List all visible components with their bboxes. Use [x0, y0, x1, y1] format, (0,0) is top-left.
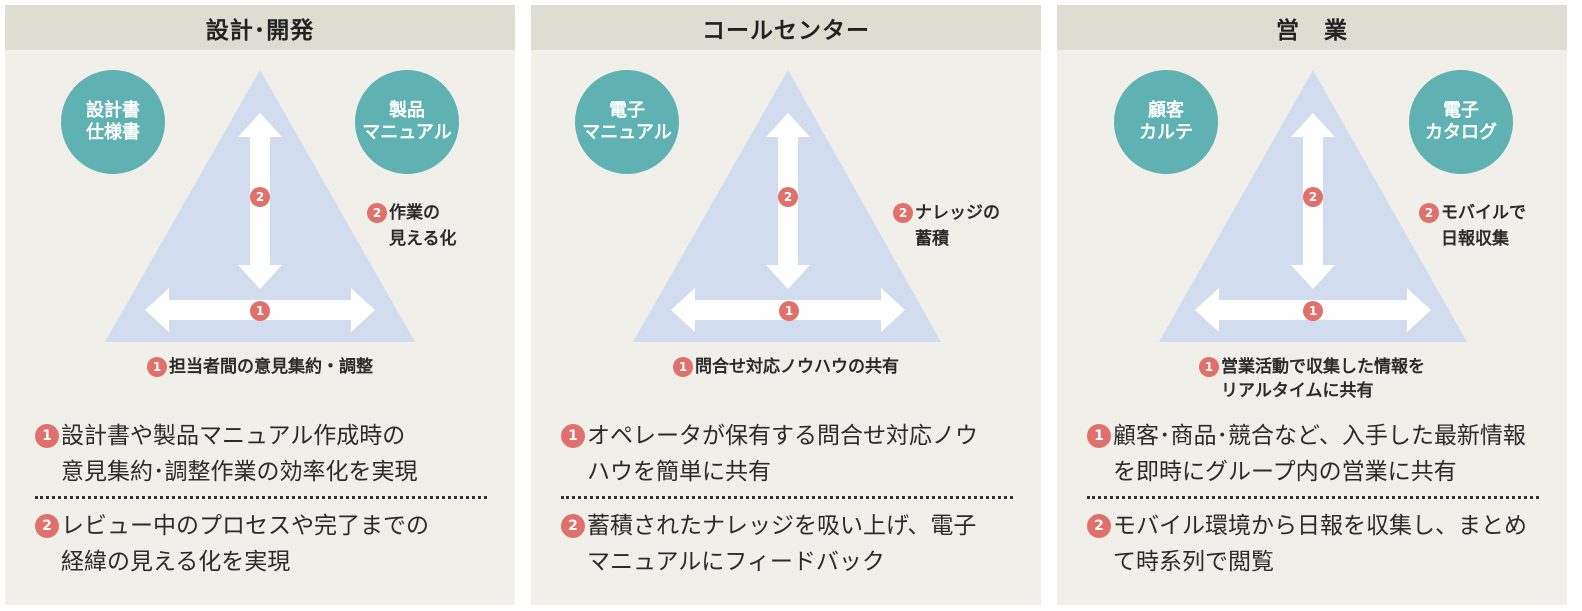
description-2: 2 蓄積されたナレッジを吸い上げ、電子 マニュアルにフィードバック — [561, 508, 1021, 580]
description-1: 1 オペレータが保有する問合せ対応ノウ ハウを簡単に共有 — [561, 418, 1021, 490]
panel-call-center: コールセンター 電子 マニュアル 2 1 2 ナレッジの 蓄積 1 問合せ対応ノ… — [531, 5, 1041, 605]
circle-e-catalog: 電子 カタログ — [1409, 70, 1513, 174]
description-1-text: オペレータが保有する問合せ対応ノウ ハウを簡単に共有 — [587, 423, 978, 485]
side-label-text: 作業の 見える化 — [389, 203, 457, 249]
triangle-diagram: 電子 マニュアル 2 1 2 ナレッジの 蓄積 — [531, 50, 1041, 350]
bottom-label-badge: 1 — [673, 357, 693, 377]
side-label-badge: 2 — [367, 203, 387, 223]
circle-design-spec: 設計書 仕様書 — [61, 70, 165, 174]
description-1-badge: 1 — [561, 424, 585, 448]
description-2-badge: 2 — [561, 514, 585, 538]
description-1-badge: 1 — [35, 424, 59, 448]
bottom-label: 1 営業活動で収集した情報を リアルタイムに共有 — [1057, 355, 1567, 403]
circle-e-manual: 電子 マニュアル — [575, 70, 679, 174]
panel-title: コールセンター — [531, 5, 1041, 50]
description-2: 2 モバイル環境から日報を収集し、まとめ て時系列で閲覧 — [1087, 508, 1547, 580]
circle-customer-chart: 顧客 カルテ — [1114, 70, 1218, 174]
panel-design-development: 設計･開発 設計書 仕様書 製品 マニュアル 2 1 2 作業の 見える化 1 … — [5, 5, 515, 605]
panel-title: 営 業 — [1057, 5, 1567, 50]
bottom-label-badge: 1 — [147, 357, 167, 377]
badge-arrow-vertical: 2 — [778, 187, 798, 207]
bottom-label: 1 担当者間の意見集約・調整 — [5, 355, 515, 379]
description-2-badge: 2 — [35, 514, 59, 538]
badge-arrow-vertical: 2 — [250, 187, 270, 207]
description-1-text: 顧客･商品･競合など、入手した最新情報 を即時にグループ内の営業に共有 — [1113, 423, 1526, 485]
side-label-text: モバイルで 日報収集 — [1441, 203, 1526, 249]
dotted-divider — [561, 496, 1013, 499]
description-2: 2 レビュー中のプロセスや完了までの 経緯の見える化を実現 — [35, 508, 495, 580]
description-1: 1 設計書や製品マニュアル作成時の 意見集約･調整作業の効率化を実現 — [35, 418, 495, 490]
description-2-text: モバイル環境から日報を収集し、まとめ て時系列で閲覧 — [1113, 513, 1527, 575]
bottom-label-badge: 1 — [1199, 357, 1219, 377]
triangle-diagram: 設計書 仕様書 製品 マニュアル 2 1 2 作業の 見える化 — [5, 50, 515, 350]
badge-arrow-vertical: 2 — [1303, 187, 1323, 207]
side-label: 2 モバイルで 日報収集 — [1419, 200, 1526, 252]
badge-arrow-horizontal: 1 — [250, 301, 270, 321]
side-label: 2 作業の 見える化 — [367, 200, 457, 252]
description-1: 1 顧客･商品･競合など、入手した最新情報 を即時にグループ内の営業に共有 — [1087, 418, 1547, 490]
description-1-text: 設計書や製品マニュアル作成時の 意見集約･調整作業の効率化を実現 — [61, 423, 418, 485]
side-label-badge: 2 — [1419, 203, 1439, 223]
badge-arrow-horizontal: 1 — [779, 301, 799, 321]
description-2-text: 蓄積されたナレッジを吸い上げ、電子 マニュアルにフィードバック — [587, 513, 977, 575]
dotted-divider — [35, 496, 487, 499]
description-1-badge: 1 — [1087, 424, 1111, 448]
bottom-label-text: 問合せ対応ノウハウの共有 — [695, 357, 899, 377]
panel-sales: 営 業 顧客 カルテ 電子 カタログ 2 1 2 モバイルで 日報収集 1 営業… — [1057, 5, 1567, 605]
bottom-label-text: 担当者間の意見集約・調整 — [169, 357, 373, 377]
bottom-label: 1 問合せ対応ノウハウの共有 — [531, 355, 1041, 379]
panel-title: 設計･開発 — [5, 5, 515, 50]
dotted-divider — [1087, 496, 1539, 499]
badge-arrow-horizontal: 1 — [1303, 301, 1323, 321]
side-label-text: ナレッジの 蓄積 — [915, 203, 1000, 249]
description-2-text: レビュー中のプロセスや完了までの 経緯の見える化を実現 — [61, 513, 429, 575]
side-label-badge: 2 — [893, 203, 913, 223]
bottom-label-text: 営業活動で収集した情報を リアルタイムに共有 — [1221, 357, 1425, 401]
triangle-diagram: 顧客 カルテ 電子 カタログ 2 1 2 モバイルで 日報収集 — [1057, 50, 1567, 350]
description-2-badge: 2 — [1087, 514, 1111, 538]
circle-product-manual: 製品 マニュアル — [355, 70, 459, 174]
side-label: 2 ナレッジの 蓄積 — [893, 200, 1000, 252]
